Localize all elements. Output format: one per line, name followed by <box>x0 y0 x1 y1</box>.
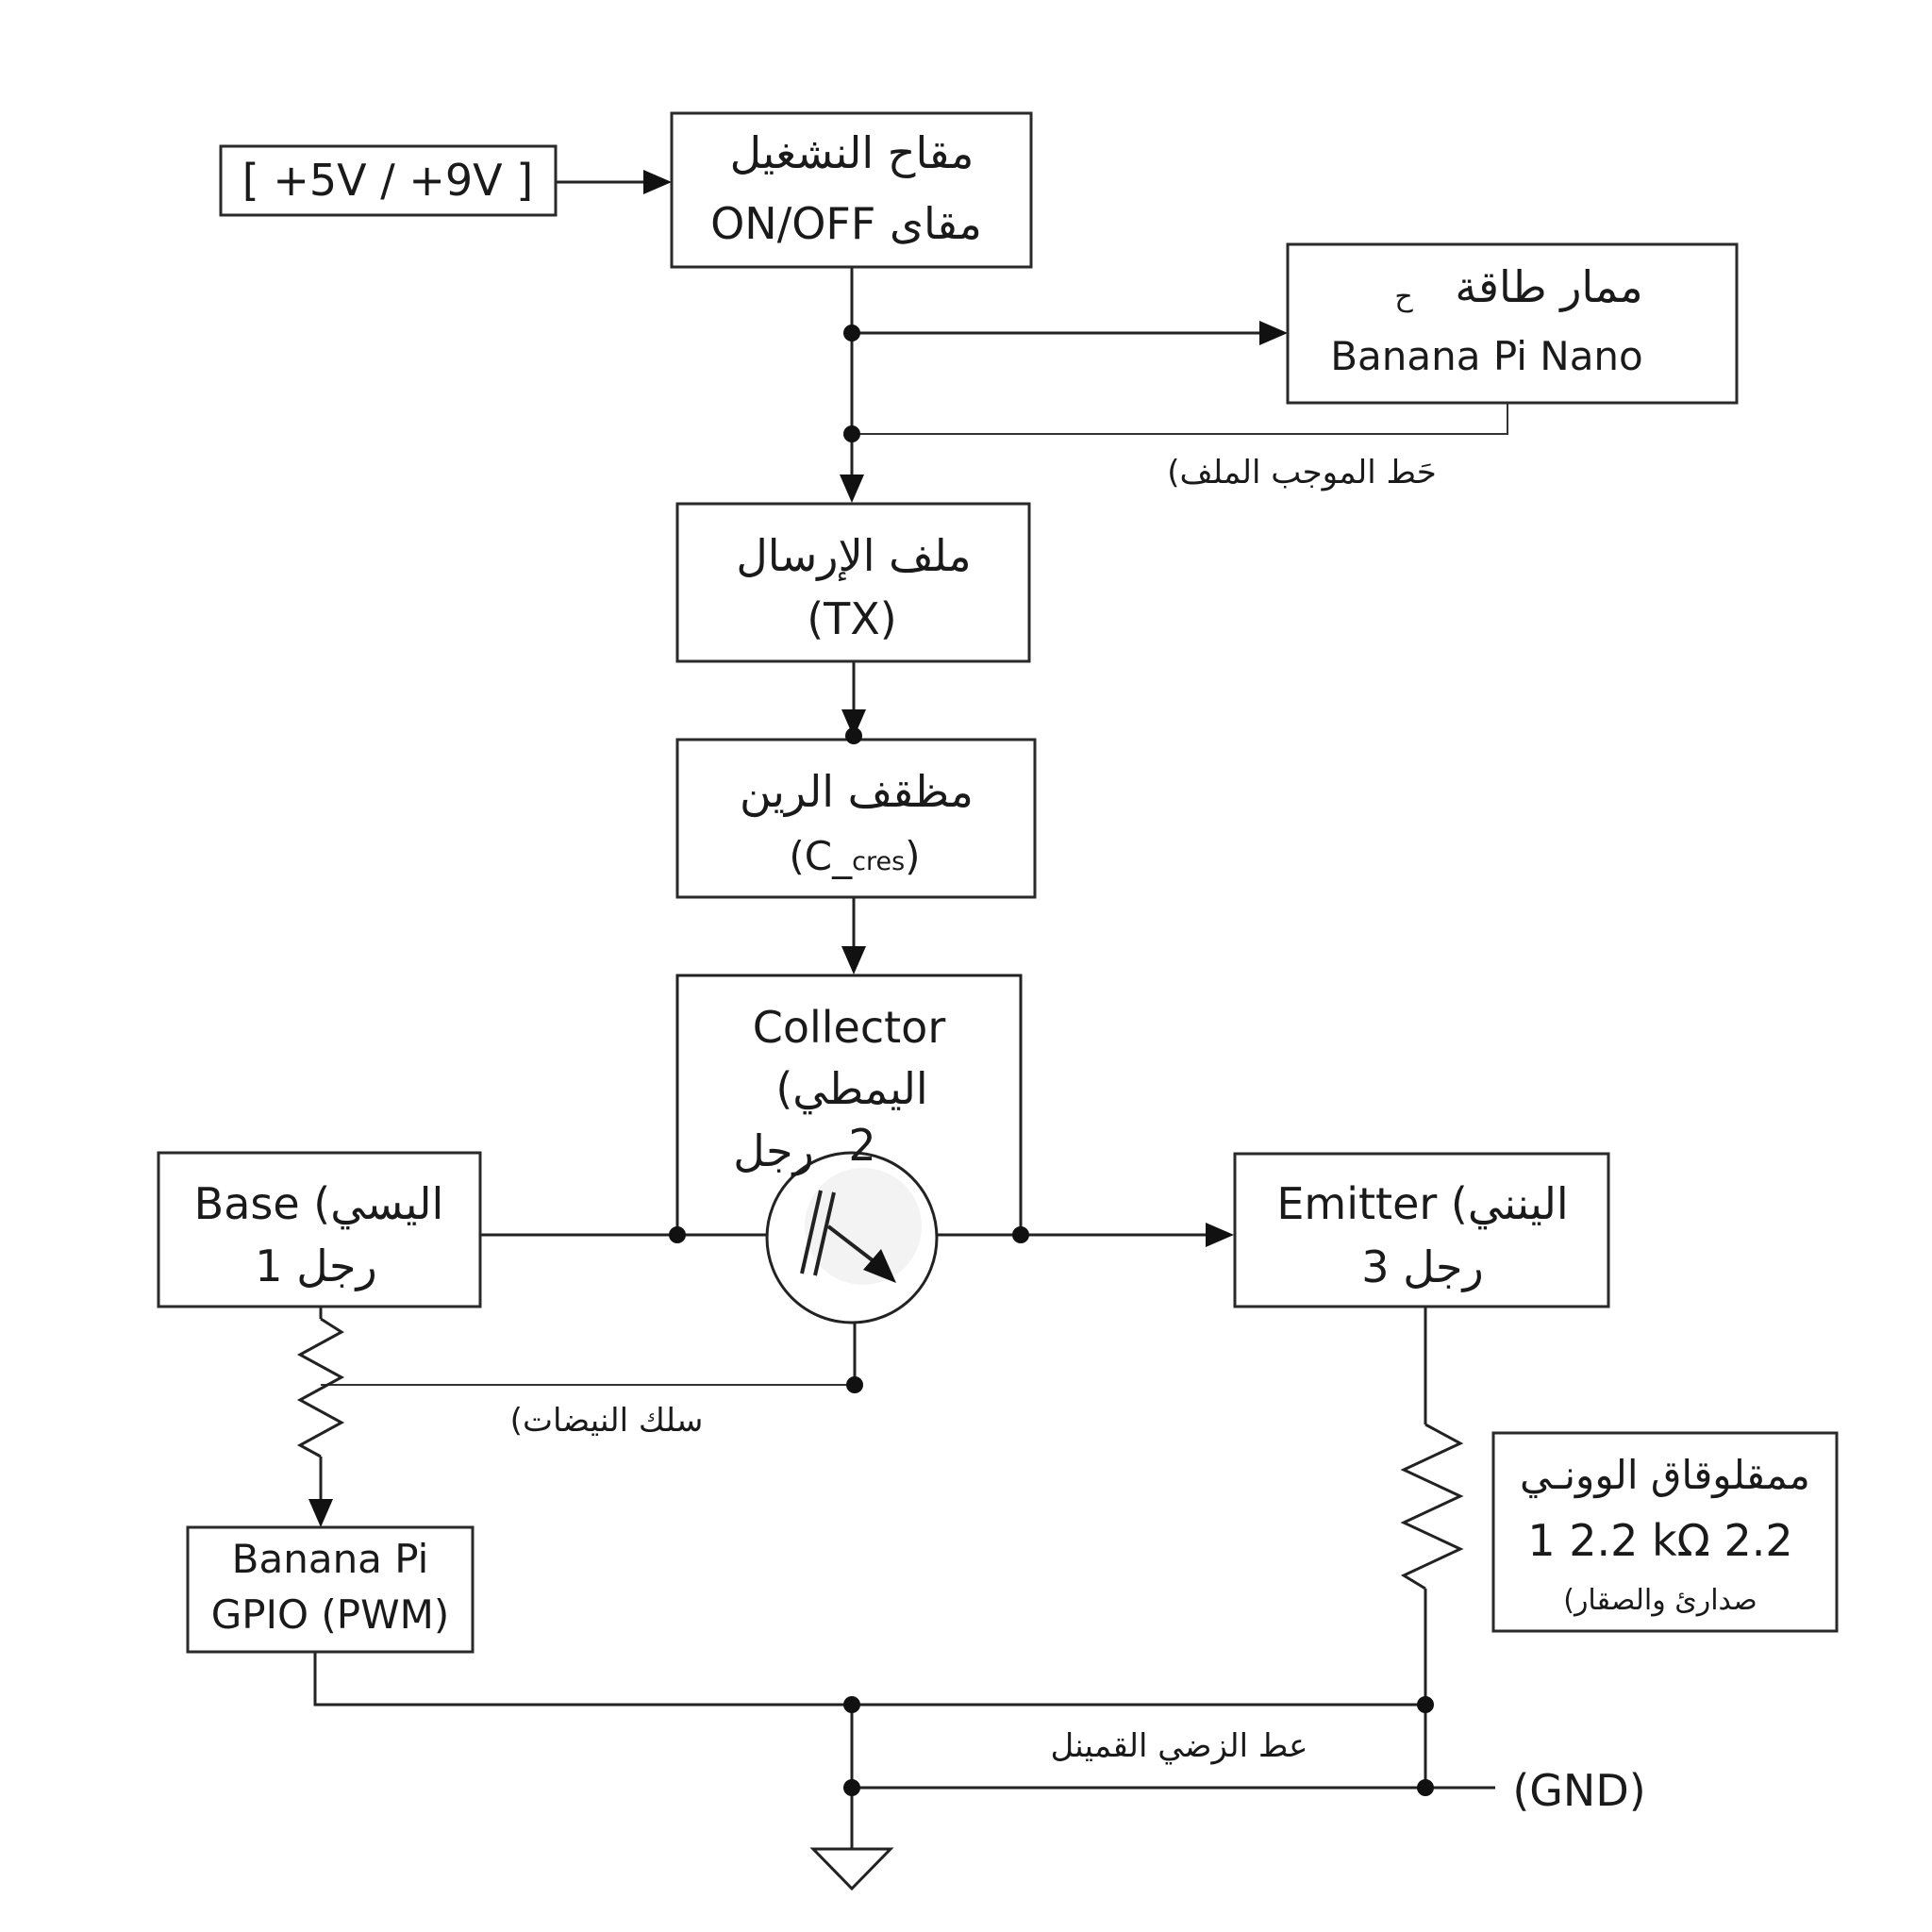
ground-symbol <box>809 1847 894 1891</box>
arrow-to-gpio <box>308 1499 333 1527</box>
wire-meter-feedback <box>852 403 1508 435</box>
transistor-emitter-arrow <box>863 1249 896 1283</box>
transistor-emitter-lead <box>826 1224 879 1266</box>
arrow-to-collector <box>841 946 866 974</box>
emitter-box <box>1233 1152 1610 1308</box>
transistor-bar-right <box>813 1191 836 1276</box>
power-meter-box <box>1286 242 1739 405</box>
emitter-pin-label: 3 رجل <box>1361 1241 1483 1292</box>
junction-ground-top-right <box>1417 1696 1434 1713</box>
gnd-label: (GND) <box>1512 1765 1645 1816</box>
junction-ground-bottom-right <box>1417 1779 1434 1796</box>
collector-pin-number: 2 <box>848 1120 875 1171</box>
transistor-highlight <box>805 1168 922 1285</box>
transistor-symbol <box>765 1151 939 1324</box>
junction-emitter <box>1012 1226 1029 1243</box>
resistor-label-ar: ممقلوقاق الوونـي <box>1520 1452 1810 1499</box>
capacitor-box <box>675 738 1037 899</box>
tx-coil-label-code: (TX) <box>807 593 897 644</box>
tx-coil-box <box>675 502 1031 663</box>
junction-pulse <box>846 1376 863 1393</box>
junction-meter <box>843 325 860 341</box>
wire-ground-rail-top <box>313 1652 1425 1707</box>
base-label: Base (اليسي <box>194 1178 444 1230</box>
ground-note: عط الزضي القمينل <box>1051 1727 1308 1765</box>
emitter-resistor-zigzag <box>1400 1423 1464 1591</box>
gpio-label-pin: GPIO (PWM) <box>211 1591 450 1638</box>
arrow-to-meter <box>1259 321 1288 345</box>
resistor-note: (صدارئ والصقار <box>1563 1584 1757 1617</box>
tx-coil-label-ar: ملف الإرسال <box>736 530 971 581</box>
feedback-note: (حَط الموجب الملف <box>1167 454 1437 491</box>
arrow-to-tx <box>840 475 864 503</box>
junction-ground-top-left <box>843 1696 860 1713</box>
arrow-to-emitter <box>1206 1223 1234 1247</box>
switch-box <box>670 111 1033 269</box>
resistor-value-box <box>1491 1431 1839 1633</box>
supply-label: [ +5V / +9V ] <box>242 155 533 206</box>
junction-feedback <box>843 425 860 442</box>
power-meter-label-mark: ح <box>1394 280 1413 313</box>
switch-label-ar: مقاح النشغيل <box>730 127 974 178</box>
resistor-value: 1 2.2 kΩ 2.2 <box>1527 1515 1792 1566</box>
collector-box <box>675 974 1023 1235</box>
emitter-label: Emitter (الينني <box>1276 1178 1568 1230</box>
capacitor-code-close: ) <box>905 833 920 879</box>
gpio-box <box>186 1525 475 1654</box>
power-meter-label-model: Banana Pi Nano <box>1330 333 1643 379</box>
junction-base <box>669 1226 686 1243</box>
base-resistor-zigzag <box>296 1317 345 1458</box>
collector-pin-word: رجل <box>733 1125 814 1176</box>
capacitor-label-code: (C_cres) <box>789 833 920 879</box>
base-box <box>157 1151 482 1308</box>
supply-box <box>219 144 558 217</box>
junction-cap <box>845 727 862 744</box>
collector-label-ar: (اليمطي <box>775 1063 927 1115</box>
junction-ground-bottom-left <box>843 1779 860 1796</box>
wires <box>296 170 1508 1891</box>
junctions <box>669 325 1434 1796</box>
switch-label-onoff: ON/OFF مقاى <box>710 198 982 249</box>
base-pin-label: 1 رجل <box>255 1241 376 1291</box>
capacitor-code-open: (C_ <box>789 833 853 879</box>
gpio-label-board: Banana Pi <box>232 1536 429 1582</box>
pulse-note: (سلك النيضات <box>510 1402 704 1440</box>
capacitor-code-sub: cres <box>852 847 905 876</box>
arrow-to-cap <box>841 709 866 738</box>
capacitor-label-ar: مظقف الرين <box>740 766 974 818</box>
power-meter-label-ar: ممار طاقة <box>1455 261 1642 312</box>
collector-label: Collector <box>753 1002 946 1053</box>
arrow-supply-switch <box>643 170 672 194</box>
transistor-bar-left <box>800 1190 823 1274</box>
